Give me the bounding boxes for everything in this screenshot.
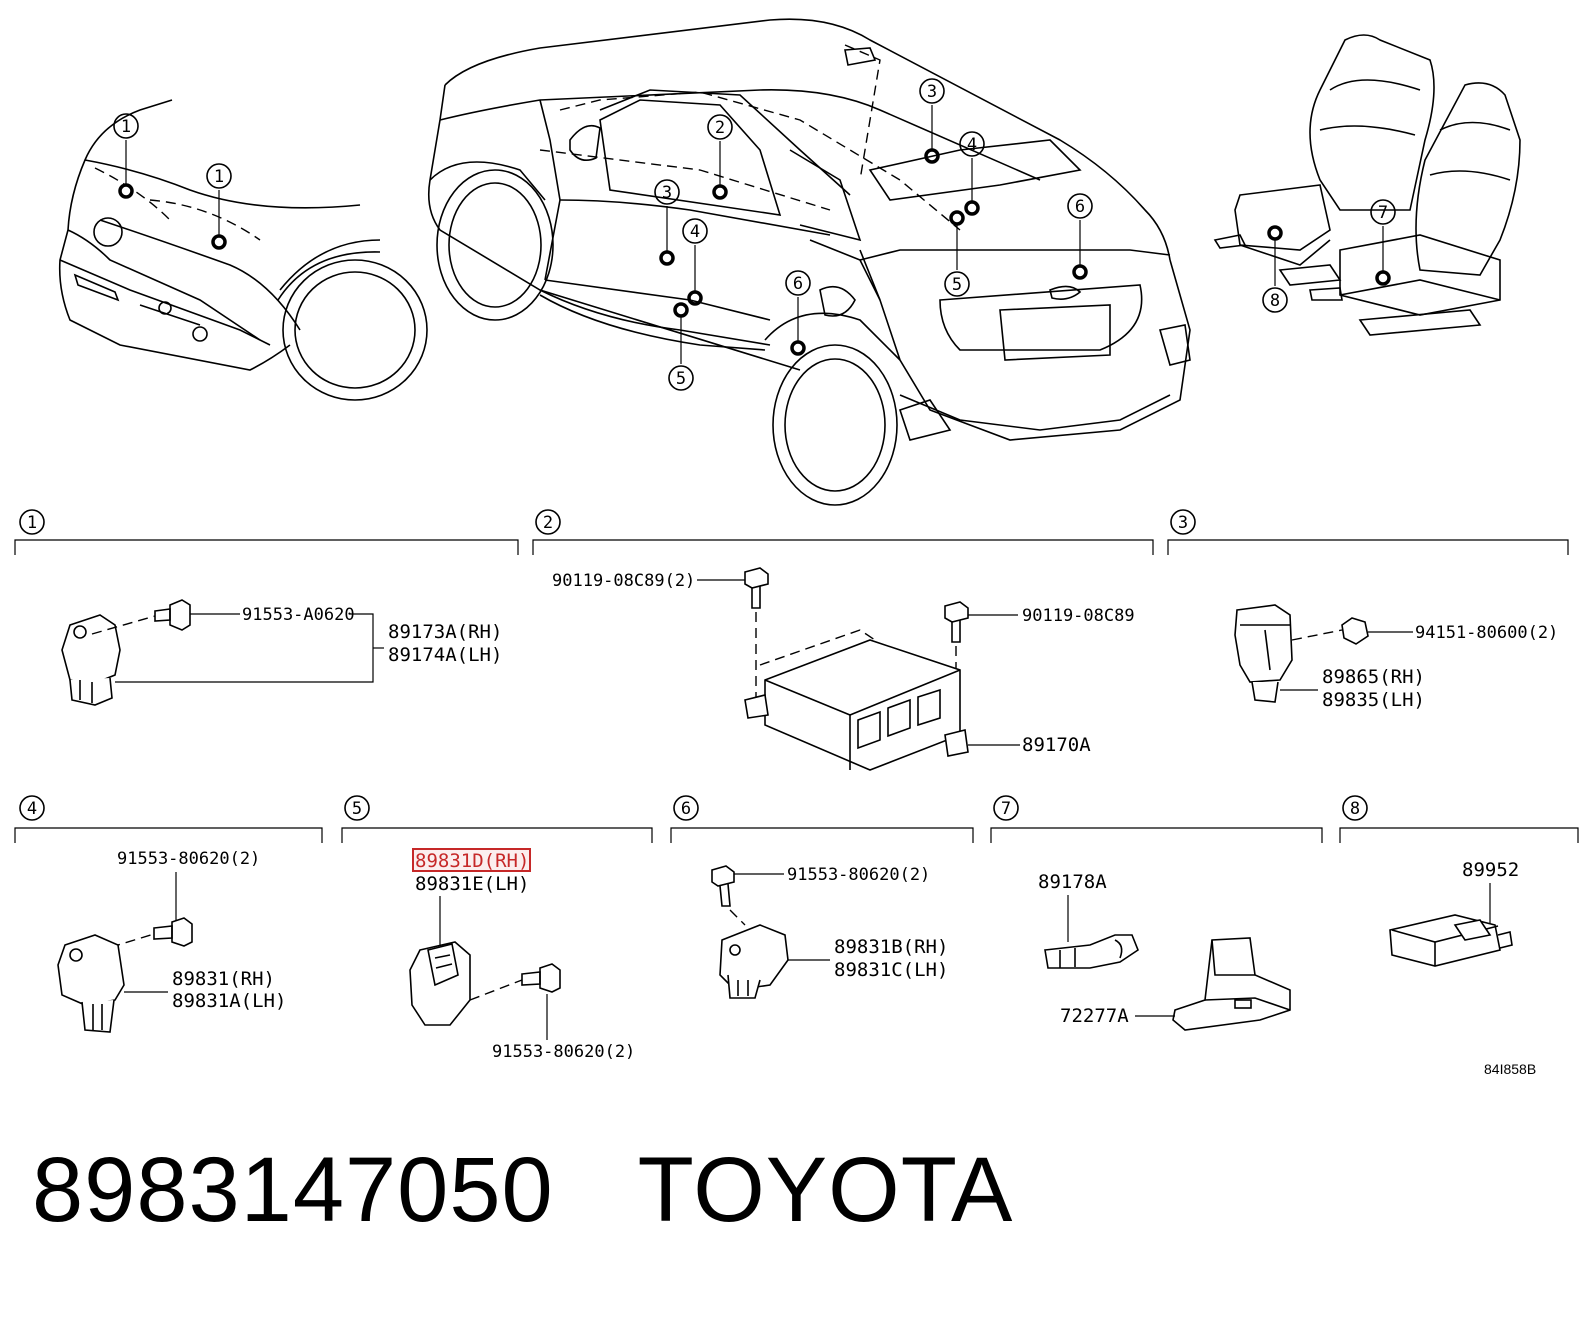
s4-bolt-label: 91553-80620(2) [117,849,260,869]
part-number: 8983147050 [32,1139,554,1241]
section-1: 1 91553-A0620 89173A(RH) 89174A(LH) [14,509,519,706]
s4-part-rh: 89831(RH) [172,968,275,990]
front-car-view: 1 1 [58,99,428,401]
s6-part-lh: 89831C(LH) [834,959,948,981]
s7-part-b-label: 72277A [1060,1005,1129,1027]
section-7-index: 7 [1001,799,1011,819]
section-3: 3 94151-80600(2) 89865(RH) 89835(LH) [1167,509,1569,711]
s7-part-a-label: 89178A [1038,871,1107,893]
main-car-view: 2 3 4 5 3 4 5 6 [427,18,1191,506]
section-8-index: 8 [1350,799,1360,819]
seats-view: 7 8 [1213,34,1521,336]
section-4-index: 4 [27,799,37,819]
section-6: 6 91553-80620(2) 89831B(RH) 89831C(LH) [670,795,974,999]
s1-part-rh: 89173A(RH) [388,621,502,643]
s2-part-label: 89170A [1022,734,1091,756]
section-2-index: 2 [543,513,553,533]
section-2: 2 90119-08C89(2) 90119-08C89 89170A [532,509,1154,771]
s5-highlight-box [412,848,531,872]
section-5-index: 5 [352,799,362,819]
footer: 8983147050 TOYOTA [32,1138,1013,1248]
car-marker-4a: 4 [690,222,700,242]
seat-marker-8: 8 [1270,291,1280,311]
section-1-index: 1 [27,513,37,533]
car-marker-6b: 6 [793,274,803,294]
s5-part-rh: 89831D(RH) [415,850,529,872]
s3-part-lh: 89835(LH) [1322,689,1425,711]
s5-part-lh: 89831E(LH) [415,873,529,895]
s3-part-rh: 89865(RH) [1322,666,1425,688]
car-marker-3a: 3 [662,183,672,203]
s5-bolt-label: 91553-80620(2) [492,1042,635,1062]
car-marker-6a: 6 [1075,197,1085,217]
section-4: 4 91553-80620(2) 89831(RH) 89831A(LH) [14,795,323,1033]
s1-part-lh: 89174A(LH) [388,644,502,666]
car-marker-2: 2 [715,118,725,138]
front-marker-1b: 1 [214,167,224,187]
s2-bolt-right-label: 90119-08C89 [1022,606,1135,626]
car-marker-5a: 5 [676,369,686,389]
s6-bolt-label: 91553-80620(2) [787,865,930,885]
brand-name: TOYOTA [637,1139,1014,1241]
seat-marker-7: 7 [1378,203,1388,223]
s6-part-rh: 89831B(RH) [834,936,948,958]
s8-part-label: 89952 [1462,859,1519,881]
front-marker-1a: 1 [121,117,131,137]
section-5: 5 89831D(RH) 89831E(LH) 91553-80620(2) [341,795,653,1062]
car-marker-5b: 5 [952,275,962,295]
section-3-index: 3 [1178,513,1188,533]
s3-nut-label: 94151-80600(2) [1415,623,1558,643]
s4-part-lh: 89831A(LH) [172,990,286,1012]
s2-bolt-left-label: 90119-08C89(2) [552,571,695,591]
car-marker-3b: 3 [927,82,937,102]
figure-code: 84I858B [1484,1061,1536,1077]
section-6-index: 6 [681,799,691,819]
car-marker-4b: 4 [967,135,977,155]
section-8: 8 89952 [1339,795,1579,967]
s1-bolt-label: 91553-A0620 [242,605,355,625]
section-7: 7 89178A 72277A [990,795,1323,1031]
